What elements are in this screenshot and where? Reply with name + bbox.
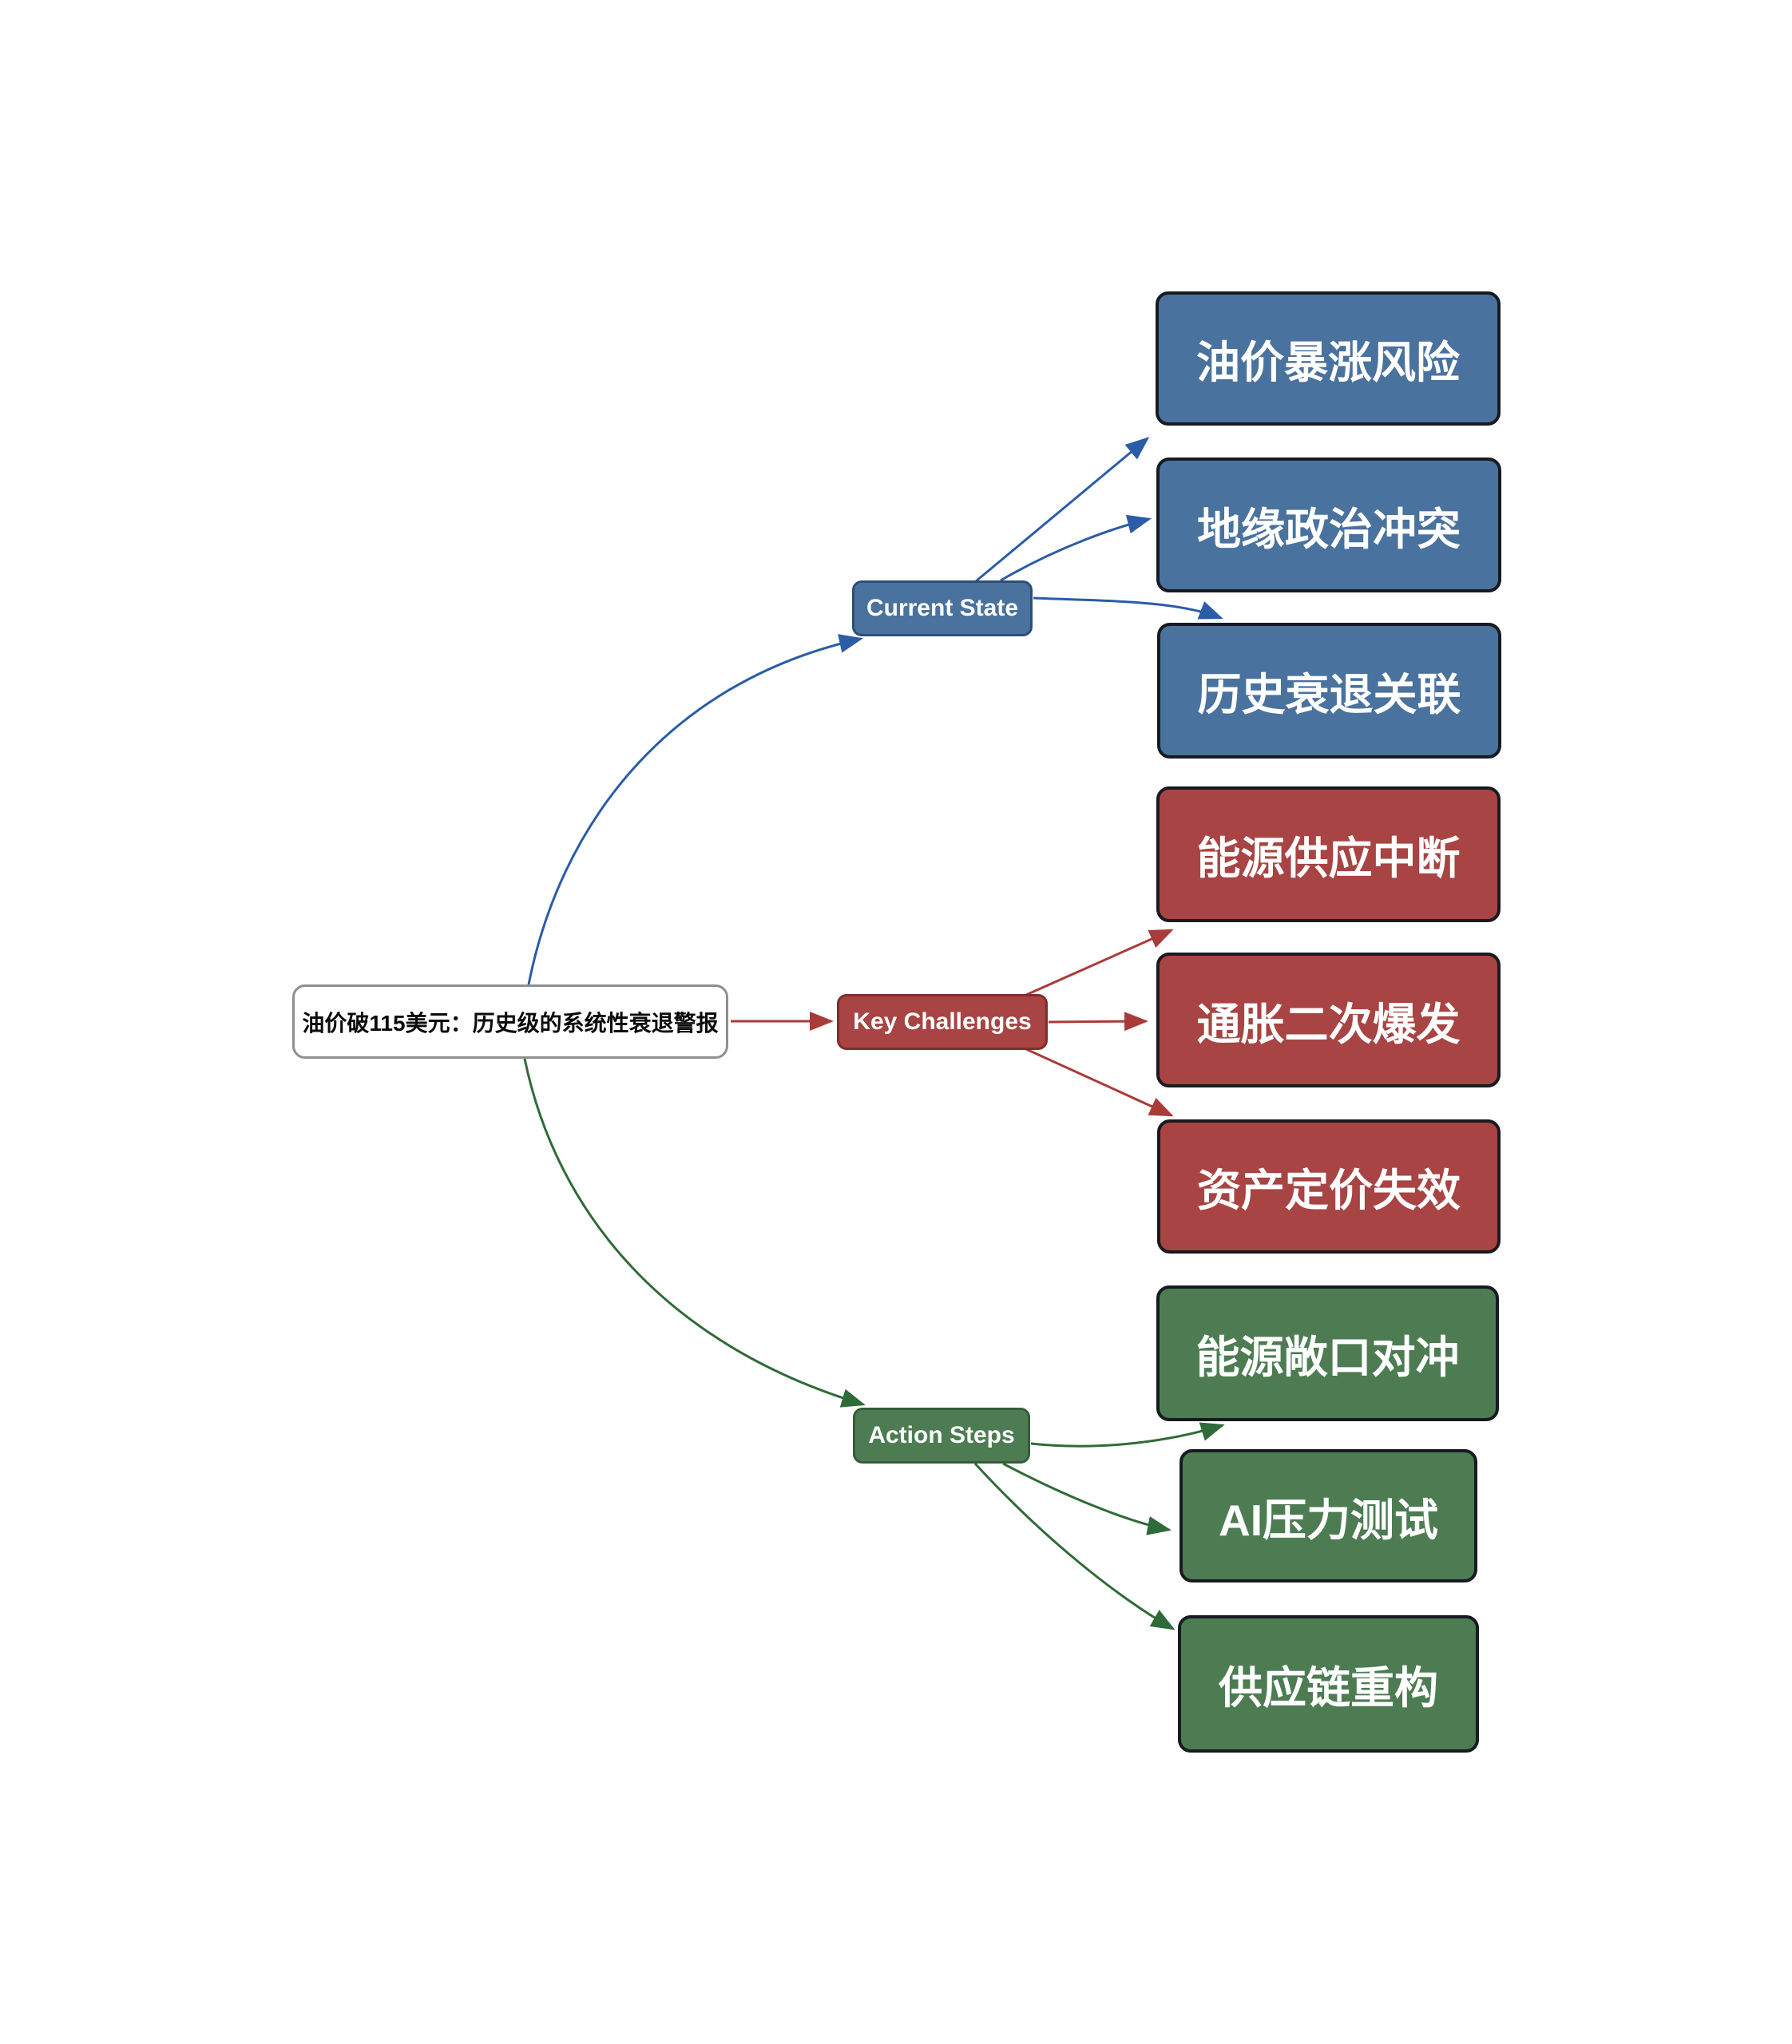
edge-action-steps-to-energy-hedge [1030, 1422, 1225, 1448]
leaf-node-label: 能源敞口对冲 [1195, 1333, 1460, 1382]
edge-root-to-current-state [527, 634, 863, 985]
branch-node-current-state[interactable]: Current State [852, 580, 1033, 636]
edge-current-state-to-geopolitical-conflict [1000, 514, 1152, 582]
leaf-node-inflation[interactable]: 通胀二次爆发 [1156, 953, 1501, 1087]
edge-current-state-to-oil-price-risk [975, 437, 1150, 583]
edge-action-steps-to-supply-chain [973, 1462, 1176, 1630]
leaf-node-energy-hedge[interactable]: 能源敞口对冲 [1156, 1285, 1499, 1421]
branch-node-label: Key Challenges [853, 1008, 1032, 1035]
leaf-node-historical-recession[interactable]: 历史衰退关联 [1157, 623, 1501, 759]
leaf-node-supply-chain[interactable]: 供应链重构 [1178, 1615, 1479, 1753]
leaf-node-label: 资产定价失效 [1196, 1166, 1461, 1215]
leaf-node-label: 地缘政治冲突 [1196, 504, 1461, 554]
branch-node-key-challenges[interactable]: Key Challenges [837, 994, 1048, 1050]
leaf-node-oil-price-risk[interactable]: 油价暴涨风险 [1156, 291, 1501, 426]
root-node[interactable]: 油价破115美元：历史级的系统性衰退警报 [292, 984, 728, 1059]
leaf-node-label: 供应链重构 [1218, 1663, 1438, 1713]
edge-key-challenges-to-inflation [1048, 1012, 1148, 1032]
edge-current-state-to-historical-recession [1033, 596, 1223, 620]
root-node-label: 油价破115美元：历史级的系统性衰退警报 [302, 1010, 719, 1036]
leaf-node-label: 通胀二次爆发 [1196, 999, 1461, 1049]
edge-key-challenges-to-asset-pricing [1025, 1048, 1174, 1117]
leaf-node-label: 油价暴涨风险 [1195, 338, 1460, 387]
edge-root-to-action-steps [523, 1058, 866, 1408]
leaf-node-label: 能源供应中断 [1196, 834, 1461, 883]
branch-node-label: Action Steps [868, 1422, 1015, 1448]
leaf-node-label: AI压力测试 [1218, 1495, 1438, 1545]
leaf-node-label: 历史衰退关联 [1197, 670, 1461, 719]
leaf-node-energy-supply[interactable]: 能源供应中断 [1156, 786, 1501, 922]
edge-action-steps-to-ai-stress-test [1002, 1462, 1172, 1535]
branch-node-label: Current State [866, 595, 1019, 621]
leaf-node-ai-stress-test[interactable]: AI压力测试 [1179, 1449, 1477, 1583]
leaf-node-asset-pricing[interactable]: 资产定价失效 [1157, 1119, 1501, 1254]
branch-node-action-steps[interactable]: Action Steps [853, 1408, 1030, 1464]
leaf-node-geopolitical-conflict[interactable]: 地缘政治冲突 [1156, 458, 1501, 592]
edge-key-challenges-to-energy-supply [1025, 929, 1174, 996]
